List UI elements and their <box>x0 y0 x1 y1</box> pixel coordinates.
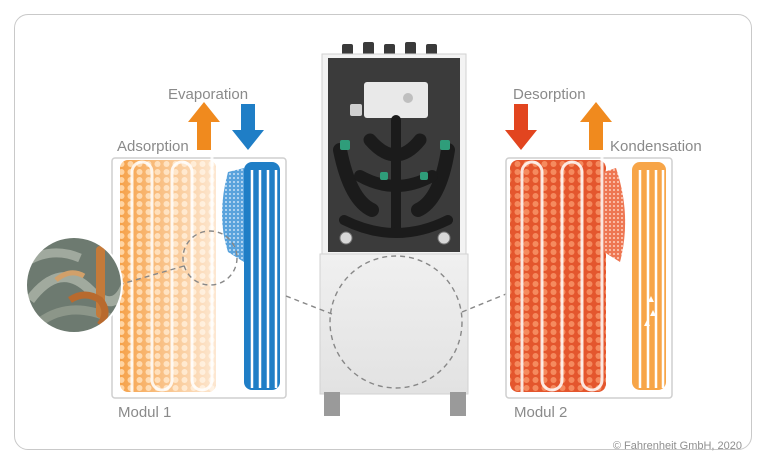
condenser-tubes <box>632 162 666 390</box>
label-modul-2: Modul 2 <box>514 404 568 421</box>
label-adsorption: Adsorption <box>117 138 189 155</box>
label-desorption: Desorption <box>513 86 586 103</box>
arrow-up-orange-icon-2 <box>580 102 612 150</box>
arrow-down-blue-icon <box>232 104 264 150</box>
adsorber-honeycomb-block <box>120 150 216 392</box>
vapor-flow-wedge <box>222 168 244 262</box>
copyright-notice: © Fahrenheit GmbH, 2020 <box>612 440 742 452</box>
machine-focus-circle <box>329 255 463 389</box>
vapor-flow-wedge-2 <box>604 168 626 262</box>
detail-focus-circle <box>182 230 238 286</box>
heat-pump-machine <box>319 42 469 416</box>
module-1 <box>25 102 287 399</box>
arrow-up-orange-icon <box>188 102 220 150</box>
evaporator-tubes <box>244 162 280 390</box>
connector-line-right <box>461 293 507 313</box>
arrow-down-red-icon <box>505 104 537 150</box>
desorber-honeycomb-block <box>510 150 606 392</box>
label-evaporation: Evaporation <box>168 86 249 103</box>
zoom-detail-photo <box>25 236 123 334</box>
label-modul-1: Modul 1 <box>118 404 172 421</box>
module-2-frame <box>505 157 673 399</box>
module-2 <box>505 102 673 399</box>
label-kondensation: Kondensation <box>610 138 702 155</box>
